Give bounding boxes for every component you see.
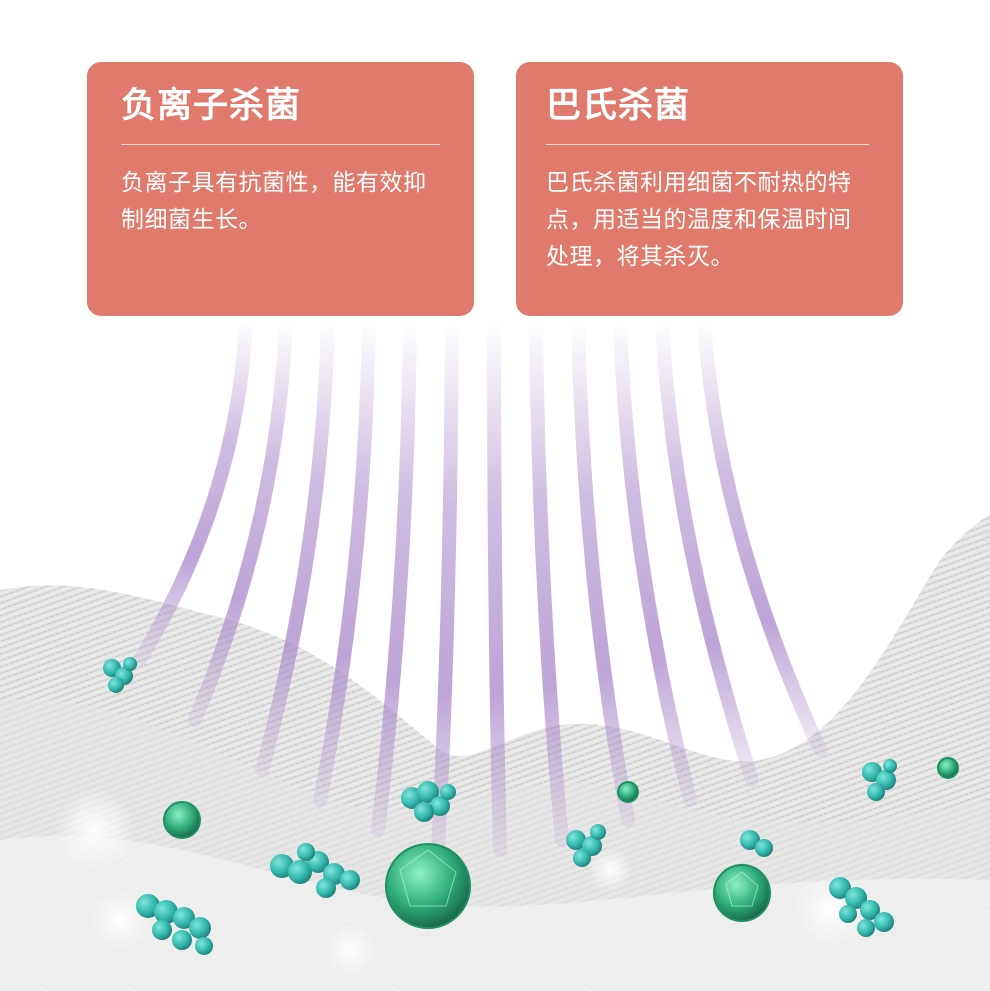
card-body: 巴氏杀菌利用细菌不耐热的特点，用适当的温度和保温时间处理，将其杀灭。 (546, 170, 852, 270)
card-body: 负离子具有抗菌性，能有效抑制细菌生长。 (121, 170, 427, 233)
card-title: 负离子杀菌 (121, 86, 302, 126)
purple-airflow-stripes (133, 313, 827, 857)
teal-bacteria-cluster (103, 657, 897, 955)
negative-ion-card: 负离子杀菌 负离子具有抗菌性，能有效抑制细菌生长。 (87, 62, 474, 316)
card-divider (546, 144, 869, 145)
pasteurization-card: 巴氏杀菌 巴氏杀菌利用细菌不耐热的特点，用适当的温度和保温时间处理，将其杀灭。 (516, 62, 903, 316)
card-divider (121, 144, 440, 145)
green-virus (163, 757, 959, 929)
card-title: 巴氏杀菌 (546, 86, 691, 126)
